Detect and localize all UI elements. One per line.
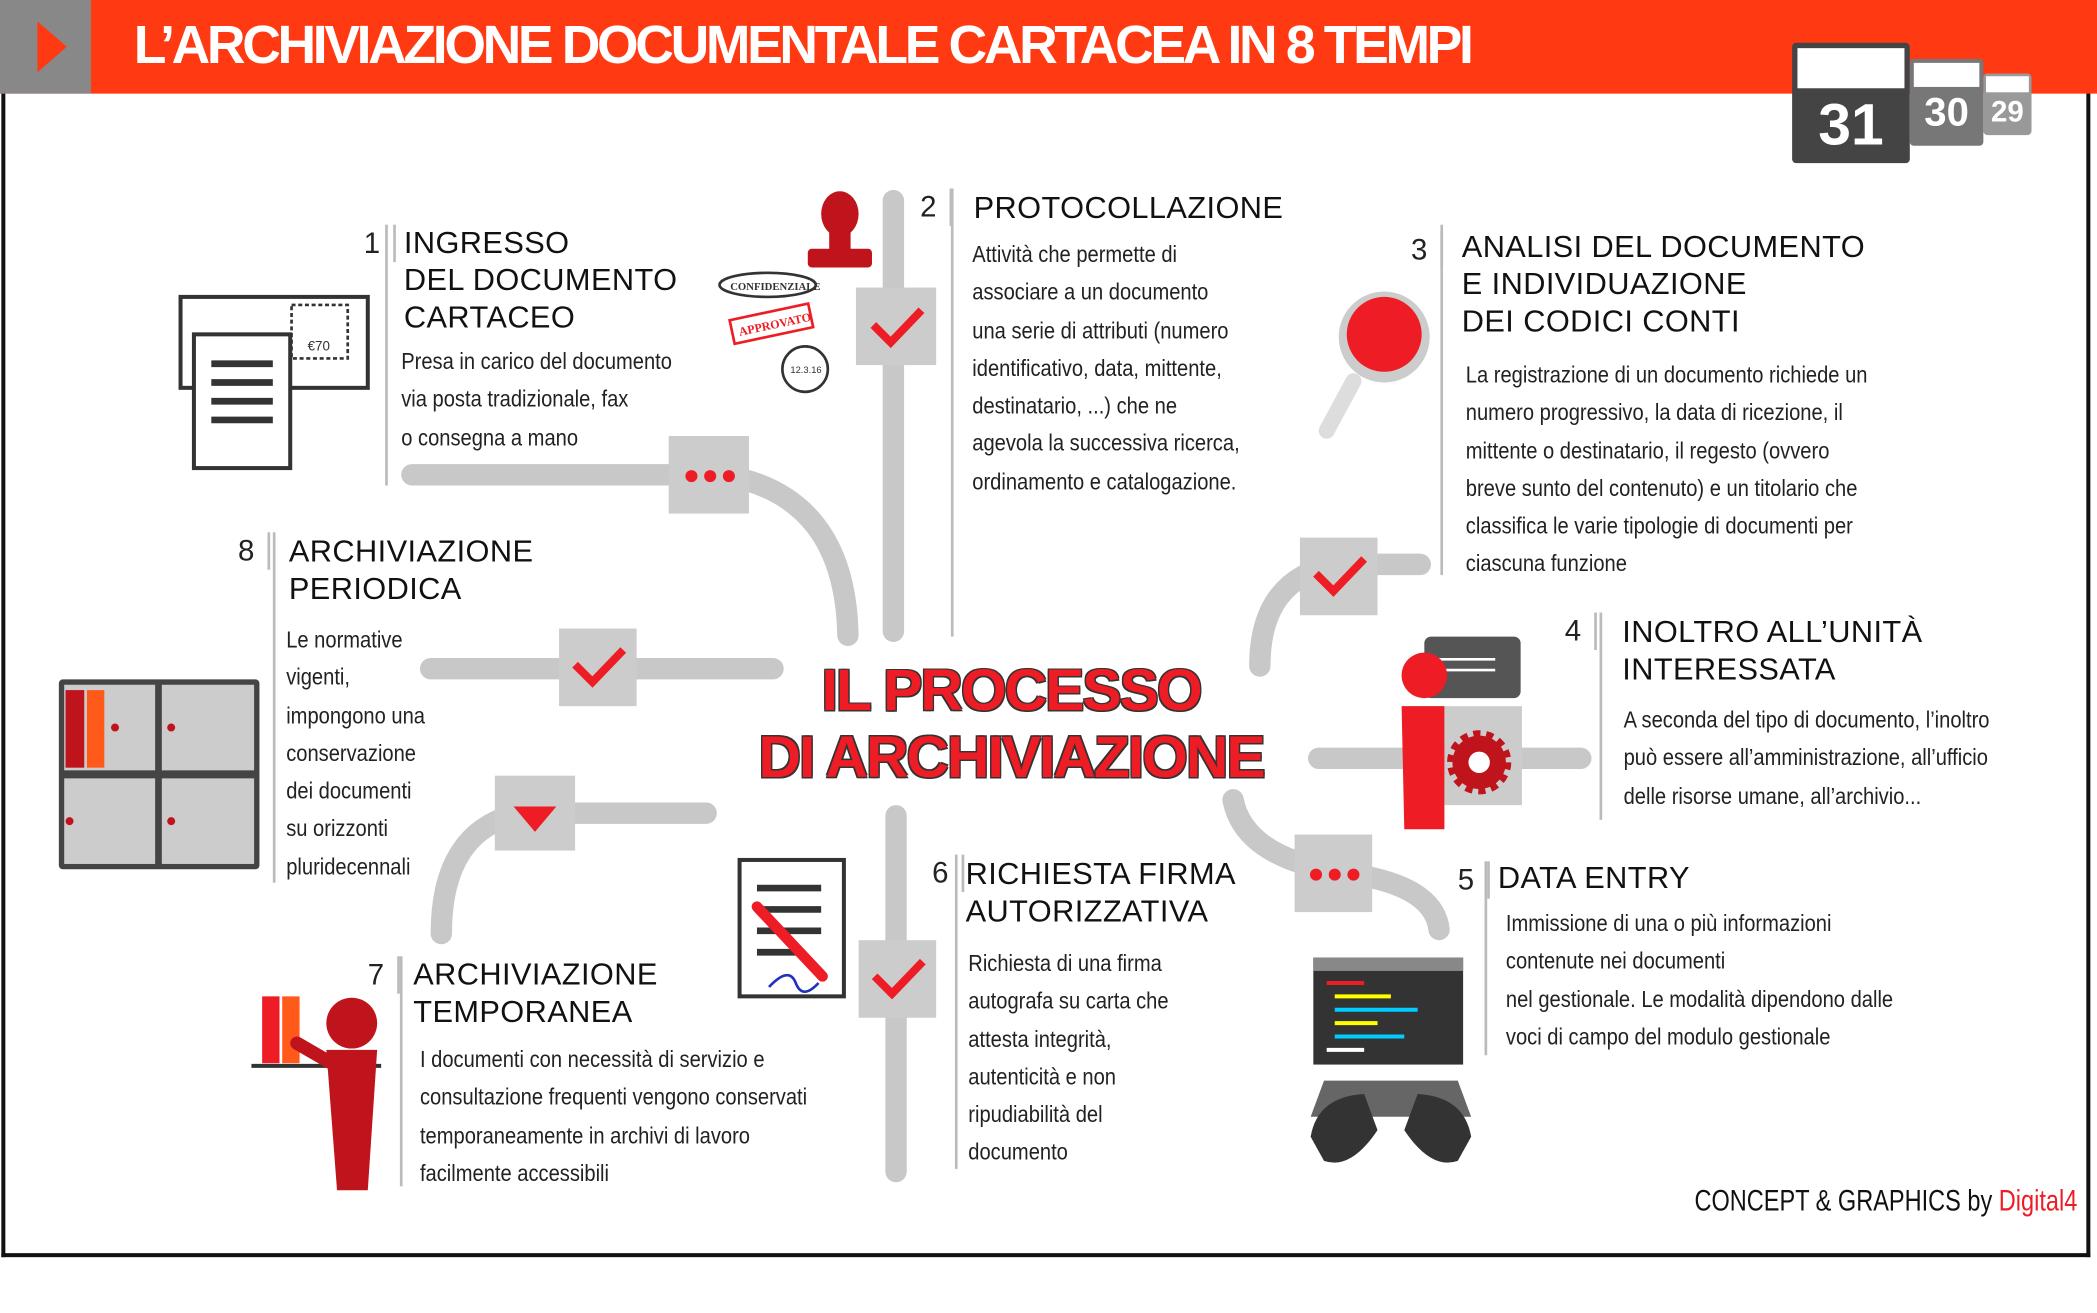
dots-box (1294, 834, 1373, 913)
calendar-day: 30 (1924, 90, 1969, 136)
computer-keyboard-icon (1310, 957, 1472, 1163)
checkmark-box (1299, 537, 1378, 616)
svg-text:12.3.16: 12.3.16 (790, 365, 821, 375)
person-server-gear-icon (1401, 636, 1522, 830)
step-description: La registrazione di un documento richied… (1465, 361, 1868, 578)
triangle-box (494, 775, 576, 851)
step-title: DATA ENTRY (1497, 859, 1690, 895)
svg-text:€70: €70 (308, 338, 330, 353)
page-title: L’ARCHIVIAZIONE DOCUMENTALE CARTACEA IN … (133, 16, 1474, 75)
checkmark-box (559, 628, 637, 707)
brand-name: Digital4 (1998, 1183, 2078, 1218)
signed-document-icon (737, 857, 846, 999)
svg-text:CONFIDENZIALE: CONFIDENZIALE (730, 281, 820, 293)
play-arrow-icon (0, 0, 91, 94)
magnifier-icon (1318, 291, 1430, 439)
checkmark-box (858, 940, 937, 1018)
envelope-document-icon: €70 (178, 294, 370, 471)
credit-line: CONCEPT & GRAPHICS by Digital4 (1694, 1183, 2078, 1218)
step-description: A seconda del tipo di documento, l’inolt… (1623, 706, 1990, 809)
dots-box (668, 435, 749, 514)
center-title-line2: DI ARCHIVIAZIONE (758, 724, 1265, 791)
calendar-day: 29 (1991, 94, 2024, 129)
person-shelf-icon (251, 996, 382, 1191)
step-title: PROTOCOLLAZIONE (973, 189, 1284, 225)
frame-border (1, 0, 2091, 1258)
center-title-line1: IL PROCESSO (821, 658, 1203, 724)
header-banner: L’ARCHIVIAZIONE DOCUMENTALE CARTACEA IN … (0, 0, 2097, 94)
checkmark-box (855, 287, 937, 366)
calendar-day: 31 (1818, 92, 1884, 158)
filing-cabinet-icon (58, 679, 260, 870)
rubber-stamp-icon: CONFIDENZIALE APPROVATO 12.3.16 (718, 191, 872, 394)
